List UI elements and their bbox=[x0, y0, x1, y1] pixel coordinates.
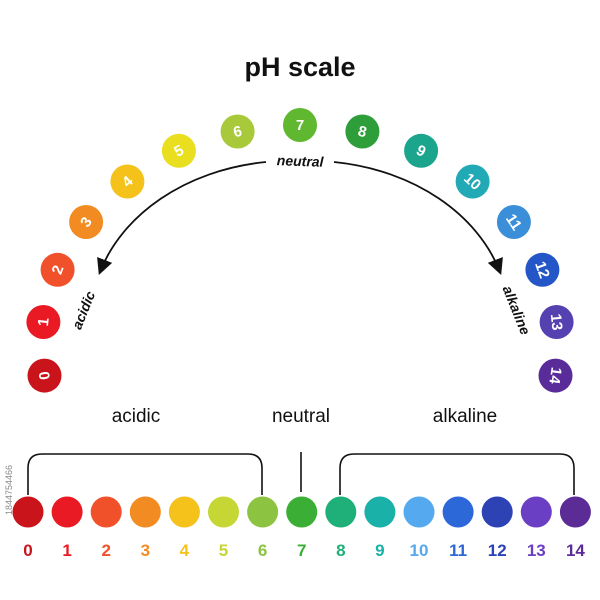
arc-ph-1: 1 bbox=[26, 305, 61, 339]
arc-ph-number: 6 bbox=[232, 123, 244, 142]
arc-ph-circle bbox=[161, 133, 196, 168]
bar-ph-circle-10 bbox=[403, 496, 435, 528]
bar-ph-label-8: 8 bbox=[336, 541, 345, 560]
arc-ph-13: 13 bbox=[539, 305, 574, 339]
bar-ph-circle-8 bbox=[325, 496, 357, 528]
arc-ph-circle bbox=[283, 108, 317, 142]
arc-ph-circle bbox=[40, 252, 75, 287]
arc-ph-number: 14 bbox=[545, 366, 564, 386]
arc-ph-12: 12 bbox=[525, 252, 560, 287]
page-title: pH scale bbox=[244, 52, 355, 82]
bar-ph-label-5: 5 bbox=[219, 541, 228, 560]
arc-label-alkaline: alkaline bbox=[500, 283, 534, 337]
arc-ph-circle bbox=[538, 358, 573, 393]
arc-ph-circle bbox=[69, 205, 104, 239]
bar-ph-label-4: 4 bbox=[180, 541, 190, 560]
arc-ph-number: 12 bbox=[531, 259, 553, 280]
bar-ph-circle-3 bbox=[129, 496, 161, 528]
bar-ph-label-7: 7 bbox=[297, 541, 306, 560]
arc-ph-4: 4 bbox=[110, 164, 145, 199]
arc-ph-circle bbox=[345, 114, 380, 149]
arc-ph-8: 8 bbox=[345, 114, 380, 149]
bracket-acidic bbox=[27, 453, 263, 495]
arc-ph-3: 3 bbox=[69, 205, 104, 239]
arc-ph-14: 14 bbox=[538, 358, 573, 393]
arc-ph-circle bbox=[404, 133, 439, 168]
arc-ph-circle bbox=[539, 305, 574, 339]
bar-ph-label-11: 11 bbox=[449, 541, 467, 560]
arc-ph-0: 0 bbox=[27, 358, 62, 393]
bar-ph-circle-5 bbox=[208, 496, 239, 528]
bar-ph-label-6: 6 bbox=[258, 541, 267, 560]
arc-ph-circle bbox=[220, 114, 255, 149]
side-watermark-text: 1844754466 bbox=[4, 465, 14, 515]
bar-ph-label-14: 14 bbox=[566, 541, 585, 560]
arc-ph-circle bbox=[525, 252, 560, 287]
bar-ph-label-9: 9 bbox=[375, 541, 384, 560]
bar-ph-circle-9 bbox=[364, 496, 396, 528]
arc-ph-11: 11 bbox=[496, 205, 531, 239]
arc-arrow-alkaline bbox=[333, 161, 503, 276]
bar-ph-label-12: 12 bbox=[488, 541, 507, 560]
arc-ph-circle bbox=[110, 164, 145, 199]
bar-ph-circle-11 bbox=[442, 496, 474, 528]
arc-ph-number: 13 bbox=[547, 313, 566, 331]
bar-ph-circle-1 bbox=[51, 496, 83, 528]
bar-ph-label-3: 3 bbox=[141, 541, 150, 560]
bar-ph-circle-4 bbox=[168, 496, 200, 528]
arc-ph-circle bbox=[496, 205, 531, 239]
bar-ph-label-0: 0 bbox=[23, 541, 32, 560]
arc-ph-number: 1 bbox=[35, 317, 53, 327]
bar-ph-circle-0 bbox=[12, 496, 44, 528]
arc-arrow-acidic bbox=[97, 161, 267, 276]
arc-label-neutral: neutral bbox=[277, 152, 325, 170]
bar-ph-label-2: 2 bbox=[101, 541, 110, 560]
arc-ph-number: 7 bbox=[296, 117, 304, 134]
section-label-neutral: neutral bbox=[272, 406, 330, 427]
bar-ph-circle-6 bbox=[247, 496, 279, 528]
bar-ph-circle-2 bbox=[90, 496, 122, 528]
arc-ph-number: 8 bbox=[356, 123, 368, 142]
bar-ph-circle-7 bbox=[286, 496, 318, 528]
bar-ph-label-13: 13 bbox=[527, 541, 546, 560]
arc-ph-6: 6 bbox=[220, 114, 255, 149]
arc-ph-circle bbox=[455, 164, 490, 199]
bar-ph-label-10: 10 bbox=[410, 541, 429, 560]
arc-ph-circle bbox=[26, 305, 61, 339]
section-label-acidic: acidic bbox=[112, 406, 161, 427]
section-label-alkaline: alkaline bbox=[433, 406, 497, 427]
arc-ph-9: 9 bbox=[404, 133, 439, 168]
arc-ph-10: 10 bbox=[455, 164, 490, 199]
bar-ph-circle-13 bbox=[520, 496, 552, 528]
bar-ph-circle-14 bbox=[559, 496, 591, 528]
arc-ph-circle bbox=[27, 358, 62, 393]
bracket-alkaline bbox=[339, 453, 575, 495]
arc-ph-number: 11 bbox=[502, 211, 525, 234]
arc-ph-number: 0 bbox=[36, 370, 54, 381]
arc-ph-7: 7 bbox=[283, 108, 317, 142]
bar-ph-label-1: 1 bbox=[62, 541, 71, 560]
arc-ph-5: 5 bbox=[161, 133, 196, 168]
bar-ph-circle-12 bbox=[481, 496, 513, 528]
arc-label-acidic: acidic bbox=[69, 289, 99, 332]
arc-ph-2: 2 bbox=[40, 252, 75, 287]
